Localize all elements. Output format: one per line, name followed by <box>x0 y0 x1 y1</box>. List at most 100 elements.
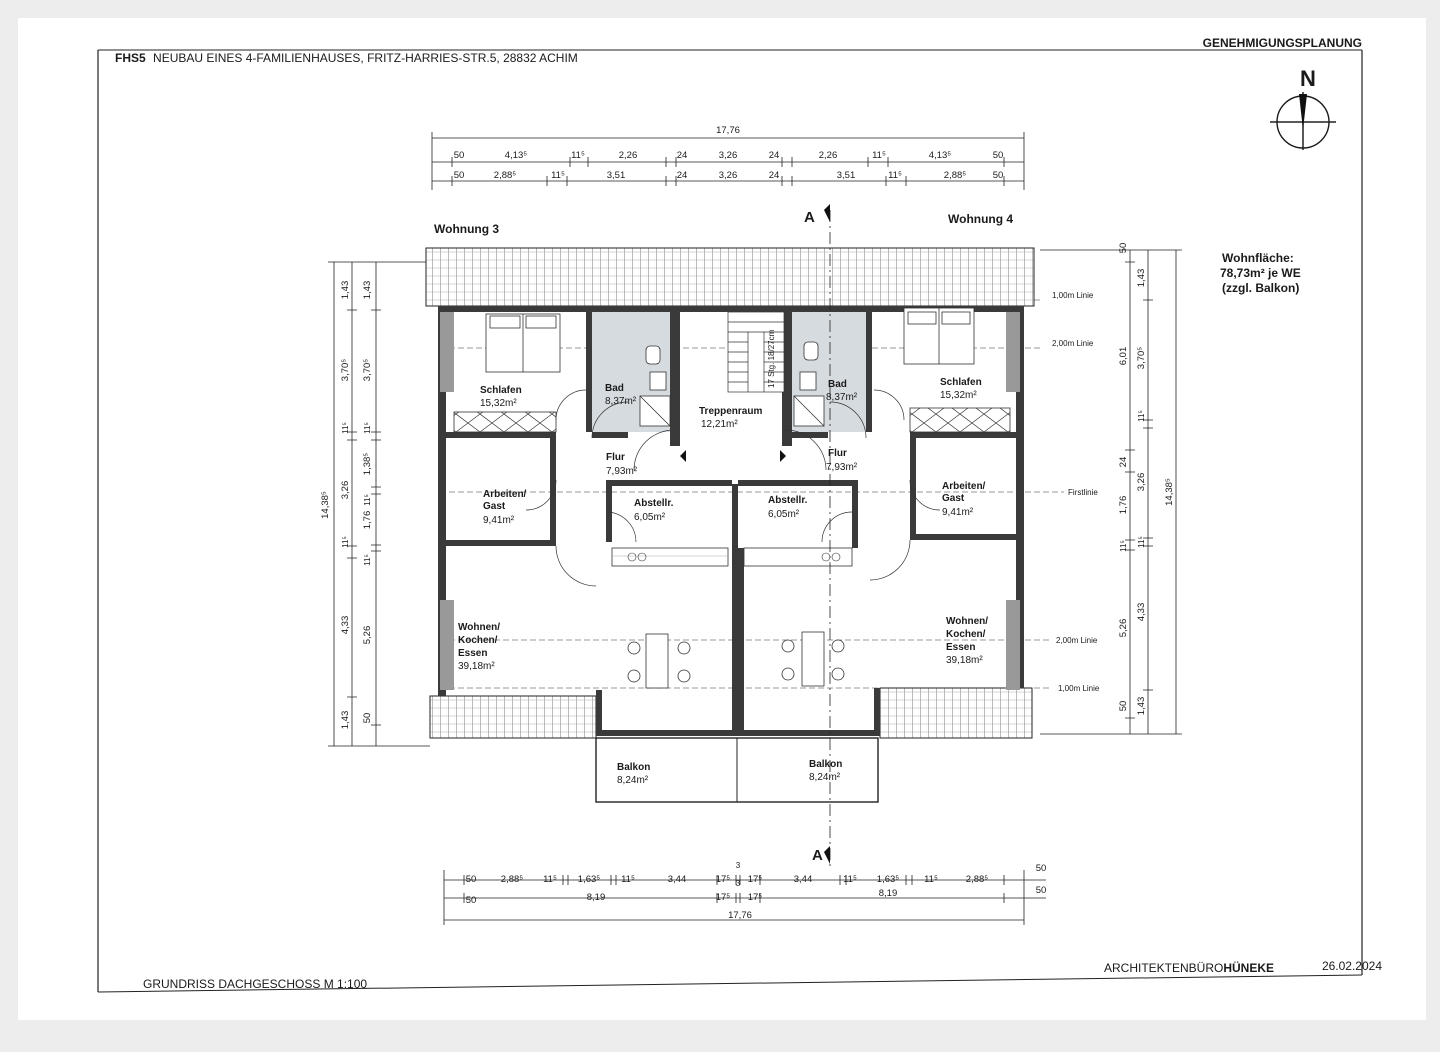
dimension-chain-left <box>328 261 430 747</box>
dim-value: 4,13⁵ <box>929 150 951 161</box>
dim-value: 1,43 <box>1136 269 1147 288</box>
project-header: FHS5 NEUBAU EINES 4-FAMILIENHAUSES, FRIT… <box>115 51 578 65</box>
dim-value: 2,26 <box>619 150 638 161</box>
dim-value: 24 <box>769 170 780 181</box>
height-line-2m-bottom: 2,00m Linie <box>1056 636 1098 645</box>
dim-value: 3 <box>736 861 741 870</box>
dim-value: 17⁵ <box>716 892 731 903</box>
kitchen-right <box>743 547 853 567</box>
door-swings <box>525 389 941 587</box>
dim-value: 3,44 <box>668 874 687 885</box>
dim-value: 11⁵ <box>341 422 350 434</box>
dim-value: 24 <box>769 150 780 161</box>
room-arbeiten-right-line2: Gast <box>942 493 965 504</box>
dim-value: 8,19 <box>587 892 606 903</box>
section-line <box>824 204 831 866</box>
room-wohnen-right-line1: Wohnen/ <box>946 616 988 627</box>
dim-value: 3,70⁵ <box>1136 347 1147 369</box>
dim-left-values: 14,38⁵ 1,43 3,70⁵ 11⁵ 3,26 11⁵ 4,33 1,43… <box>320 281 373 730</box>
dim-right-values: 14,38⁵ 50 6,01 24 1,76 11⁵ 5,26 50 1,43 … <box>1118 243 1175 716</box>
summary-line1: Wohnfläche: <box>1222 251 1294 265</box>
room-arbeiten-left-line1: Arbeiten/ <box>483 489 527 500</box>
building-plan <box>425 247 1035 803</box>
drawing-title: GRUNDRISS DACHGESCHOSS M 1:100 <box>143 977 367 991</box>
office-name-bold: HÜNEKE <box>1223 960 1274 975</box>
dim-value: 11⁵ <box>924 874 938 885</box>
summary-line2: 78,73m² je WE <box>1220 266 1301 280</box>
dim-value: 17⁵ <box>748 892 763 903</box>
apartment-label-left: Wohnung 3 <box>434 222 499 236</box>
roof-bottom-left <box>429 695 597 739</box>
room-balkon-right: Balkon <box>809 759 842 770</box>
room-schlafen-left: Schlafen <box>480 385 522 396</box>
dim-value: 6,01 <box>1118 347 1129 366</box>
section-marker-top: A <box>804 209 815 226</box>
dining-table-right-icon <box>781 631 845 687</box>
project-title: NEUBAU EINES 4-FAMILIENHAUSES, FRITZ-HAR… <box>153 51 578 65</box>
dim-value: 50 <box>1036 885 1047 896</box>
dim-value: 11⁵ <box>571 150 585 161</box>
dim-top-row2: 50 2,88⁵ 11⁵ 3,51 24 3,26 24 3,51 11⁵ 2,… <box>454 170 1004 181</box>
area-wohnen-left: 39,18m² <box>458 661 495 672</box>
dim-value: 24 <box>677 170 688 181</box>
dim-value: 3,26 <box>719 150 738 161</box>
area-flur-right: 7,93m² <box>826 462 858 473</box>
dim-value: 4,33 <box>1136 603 1147 622</box>
paper <box>18 18 1426 1020</box>
dim-value: 3,26 <box>1136 473 1147 492</box>
north-label: N <box>1300 66 1316 91</box>
dim-value: 11⁵ <box>843 874 857 885</box>
room-wohnen-left-line3: Essen <box>458 648 487 659</box>
frame-bottom <box>97 974 1363 993</box>
dim-value: 50 <box>362 713 373 724</box>
dim-top-row1: 50 4,13⁵ 11⁵ 2,26 24 3,26 24 2,26 11⁵ 4,… <box>454 150 1004 161</box>
room-wohnen-right-line2: Kochen/ <box>946 629 986 640</box>
area-arbeiten-right: 9,41m² <box>942 507 974 518</box>
area-abstell-right: 6,05m² <box>768 509 800 520</box>
area-schlafen-left: 15,32m² <box>480 398 517 409</box>
dim-value: 50 <box>454 170 465 181</box>
area-balkon-right: 8,24m² <box>809 772 841 783</box>
arrow-left-icon <box>680 450 686 462</box>
section-marker-bottom: A <box>812 847 823 864</box>
dim-value: 50 <box>1118 243 1129 254</box>
dim-value: 50 <box>466 874 477 885</box>
dim-value: 8,19 <box>879 888 898 899</box>
dim-value: 11⁵ <box>1137 410 1146 422</box>
area-arbeiten-left: 9,41m² <box>483 515 515 526</box>
dim-value: 50 <box>1118 701 1129 712</box>
room-arbeiten-right-line1: Arbeiten/ <box>942 481 986 492</box>
dim-value: 3,70⁵ <box>362 359 373 381</box>
dim-value: 1,43 <box>340 711 351 730</box>
room-wohnen-left-line1: Wohnen/ <box>458 622 500 633</box>
dim-value: 50 <box>466 895 477 906</box>
room-schlafen-right: Schlafen <box>940 377 982 388</box>
dim-value: 11⁵ <box>543 874 557 885</box>
dim-value: 14,38⁵ <box>1164 478 1175 506</box>
area-flur-left: 7,93m² <box>606 466 638 477</box>
area-abstell-left: 6,05m² <box>634 512 666 523</box>
area-bad-left: 8,37m² <box>605 396 637 407</box>
summary-line3: (zzgl. Balkon) <box>1222 281 1299 295</box>
room-flur-left: Flur <box>606 452 625 463</box>
area-schlafen-right: 15,32m² <box>940 390 977 401</box>
dim-value: 24 <box>1118 457 1129 468</box>
dim-bottom-row1: 50 2,88⁵ 11⁵ 1,63⁵ 11⁵ 3,44 17⁵ 3 17⁵ 3,… <box>466 861 1047 885</box>
dim-value: 1,43 <box>362 281 373 300</box>
dim-value: 1,38⁵ <box>362 453 373 475</box>
dim-value: 24 <box>677 150 688 161</box>
dim-value: 3 <box>736 879 741 888</box>
room-treppenraum: Treppenraum <box>699 406 762 417</box>
height-line-2m-top: 2,00m Linie <box>1052 339 1094 348</box>
dim-value: 50 <box>993 150 1004 161</box>
office-name-light: ARCHITEKTENBÜRO <box>1104 961 1223 975</box>
dim-bottom-row2: 50 8,19 17⁵ 3 17⁵ 8,19 50 <box>466 879 1047 906</box>
stair-note: 17 Stg. 18/27cm <box>767 329 776 388</box>
dim-value: 1,63⁵ <box>578 874 600 885</box>
dim-value: 50 <box>1036 863 1047 874</box>
area-balkon-left: 8,24m² <box>617 775 649 786</box>
roof-top <box>425 247 1035 307</box>
dim-value: 2,26 <box>819 150 838 161</box>
